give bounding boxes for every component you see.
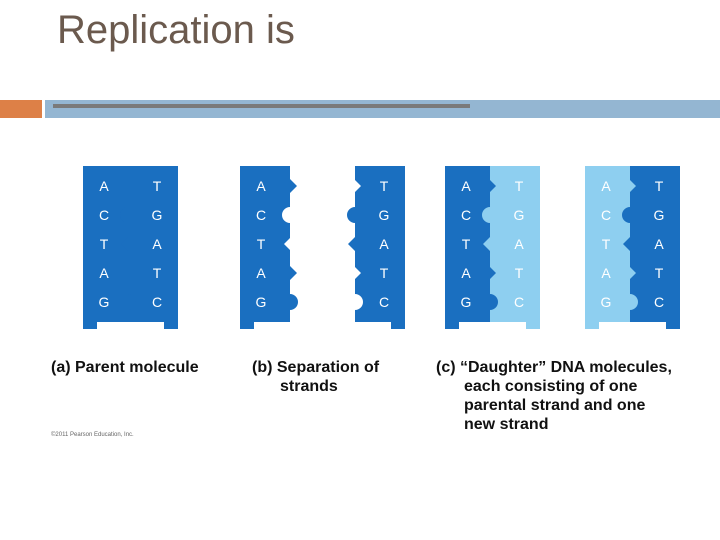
base-letter: C [514,294,524,310]
base-letter: T [153,265,162,281]
base-letter: A [601,265,611,281]
base-block [83,282,141,322]
parent-left-strand [83,166,141,329]
slide-title: Replication is [57,8,295,52]
accent-bar [0,100,42,118]
base-letter: G [654,207,665,223]
base-letter: A [152,236,162,252]
base-letter: T [380,178,389,194]
caption-parent-title: (a) Parent molecule [51,359,199,376]
base-letter: T [257,236,266,252]
base-block [490,282,540,322]
caption-daughter-line: each consisting of one [464,378,638,395]
base-letter: A [256,265,266,281]
caption-separation: (b) Separation of strands [252,358,379,396]
base-letter: T [100,236,109,252]
base-letter: A [654,236,664,252]
base-letter: T [153,178,162,194]
base-block [355,282,405,322]
separated-left-strand [240,166,298,329]
base-letter: A [379,236,389,252]
copyright-text: ©2011 Pearson Education, Inc. [51,432,134,438]
base-letter: G [152,207,163,223]
caption-parent: (a) Parent molecule [51,358,199,377]
base-letter: A [99,178,109,194]
base-block [240,282,298,322]
base-letter: C [461,207,471,223]
base-letter: C [256,207,266,223]
base-letter: A [461,178,471,194]
base-letter: T [602,236,611,252]
base-letter: T [655,265,664,281]
base-letter: G [514,207,525,223]
daughter1-new-strand [482,166,540,329]
daughter2-parental-strand [622,166,680,329]
base-letter: C [99,207,109,223]
base-block [445,282,503,322]
base-letter: T [655,178,664,194]
caption-separation-title: (b) Separation of [252,359,380,376]
base-letter: T [462,236,471,252]
caption-separation-line: strands [280,378,338,395]
caption-daughter-line: new strand [464,416,549,433]
base-letter: T [515,178,524,194]
base-letter: G [379,207,390,223]
base-letter: A [514,236,524,252]
caption-daughter-title: (c) “Daughter” DNA molecules, [436,359,672,376]
caption-daughter-line: parental strand and one [464,397,646,414]
daughter2-new-strand [585,166,643,329]
base-letter: C [601,207,611,223]
base-letter: G [99,294,110,310]
base-letter: A [601,178,611,194]
caption-daughter: (c) “Daughter” DNA molecules, each consi… [436,358,672,434]
base-letter: A [256,178,266,194]
base-letter: T [380,265,389,281]
base-letter: C [379,294,389,310]
base-letter: C [152,294,162,310]
base-letter: G [256,294,267,310]
base-letter: T [515,265,524,281]
base-letter: A [461,265,471,281]
separated-right-strand [347,166,405,329]
title-rule-line [53,104,470,108]
base-letter: C [654,294,664,310]
base-block [585,282,643,322]
base-block [630,282,680,322]
parent-right-strand [120,166,178,329]
base-block [128,282,178,322]
base-letter: G [461,294,472,310]
base-letter: A [99,265,109,281]
base-letter: G [601,294,612,310]
daughter1-parental-strand [445,166,503,329]
